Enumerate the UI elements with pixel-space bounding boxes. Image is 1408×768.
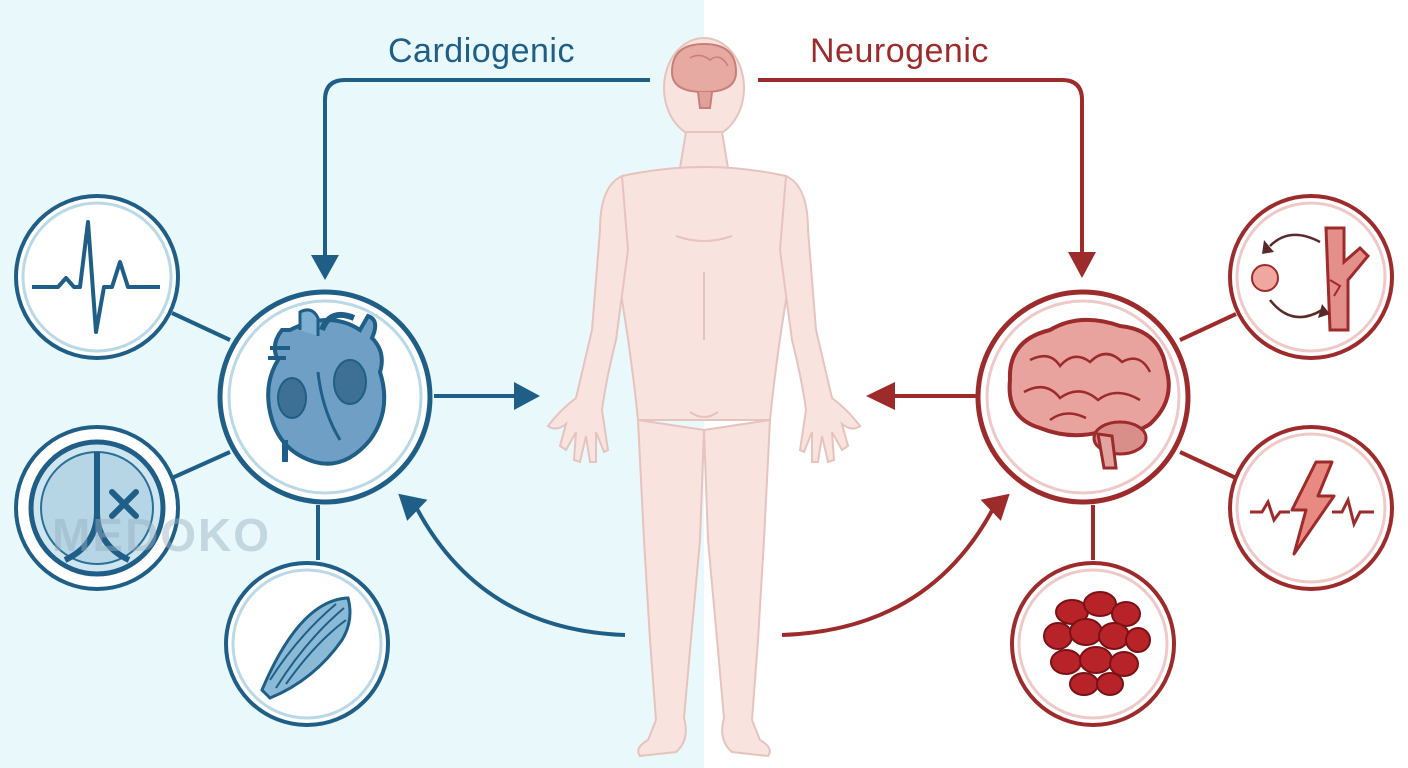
heart-icon [217,289,433,505]
arrow-body-to-heart [398,493,626,637]
cardiogenic-label: Cardiogenic [388,32,575,70]
arrow-head-to-heart [311,78,650,280]
blood-vessel-cycle-icon [1228,194,1394,360]
ecg-waveform-icon [14,194,180,360]
arrow-brain-to-body [866,382,976,410]
brain-icon [975,289,1191,505]
watermark: MEDOKO [52,509,271,561]
arrow-body-to-brain [781,493,1010,637]
blood-clot-icon [1010,561,1176,727]
human-body-icon [546,37,862,758]
electrical-spike-icon [1228,425,1394,591]
arrow-heart-to-body [434,382,540,410]
arrow-head-to-brain [758,78,1096,278]
neurogenic-label: Neurogenic [810,32,989,70]
blocked-lung-icon [14,425,180,591]
muscle-icon [224,561,390,727]
